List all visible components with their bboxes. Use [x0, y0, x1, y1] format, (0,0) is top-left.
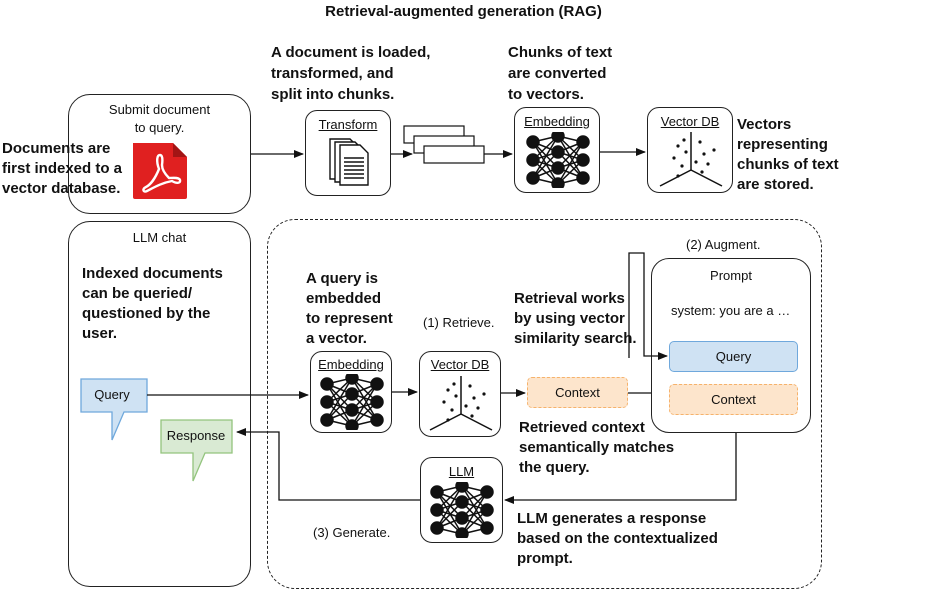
- neural-network-icon: [525, 129, 591, 193]
- pdf-icon: [131, 143, 189, 199]
- llm-chat-panel: LLM chat: [68, 221, 251, 587]
- neural-network-icon: [429, 479, 495, 543]
- prompt-context-label: Context: [711, 392, 756, 407]
- retrieved-context-block: Context: [527, 377, 628, 408]
- neural-network-icon: [319, 371, 385, 435]
- vector-db-label-ingest: Vector DB: [660, 114, 720, 129]
- vector-db-box-query: Vector DB: [419, 351, 501, 437]
- system-prompt-text: system: you are a …: [671, 303, 791, 318]
- response-bubble-label: Response: [166, 428, 226, 443]
- retrieve-label: (1) Retrieve.: [423, 315, 495, 330]
- embedding-label-query: Embedding: [318, 357, 384, 372]
- prompt-query-block: Query: [669, 341, 798, 372]
- chunks-icon: [402, 124, 492, 179]
- llm-box: LLM: [420, 457, 503, 543]
- retrieved-context-note: Retrieved context semantically matches t…: [519, 419, 675, 476]
- documents-icon: [328, 137, 372, 192]
- document-loaded-note: A document is loaded, transformed, and s…: [271, 44, 431, 103]
- llm-chat-title: LLM chat: [132, 230, 187, 245]
- vector-scatter-icon: [426, 376, 496, 437]
- vector-db-box-ingest: Vector DB: [647, 107, 733, 193]
- response-bubble: Response: [160, 419, 235, 488]
- prompt-context-block: Context: [669, 384, 798, 415]
- llm-generates-note: LLM generates a response based on the co…: [517, 510, 718, 567]
- diagram-title: Retrieval-augmented generation (RAG): [325, 3, 602, 20]
- llm-label: LLM: [448, 464, 475, 479]
- submit-document-label: Submit document to query.: [108, 102, 211, 135]
- embedding-label-ingest: Embedding: [524, 114, 590, 129]
- prompt-query-label: Query: [715, 349, 752, 364]
- vector-db-label-query: Vector DB: [430, 357, 490, 372]
- transform-box: Transform: [305, 110, 391, 196]
- augment-label: (2) Augment.: [686, 237, 761, 252]
- vector-scatter-icon: [656, 132, 726, 193]
- query-embedded-note: A query is embedded to represent a vecto…: [306, 270, 393, 347]
- generate-label: (3) Generate.: [313, 525, 391, 540]
- embedding-box-ingest: Embedding: [514, 107, 600, 193]
- retrieval-similarity-note: Retrieval works by using vector similari…: [514, 290, 637, 347]
- query-bubble[interactable]: Query: [80, 378, 150, 449]
- indexed-documents-note: Indexed documents can be queried/ questi…: [82, 265, 223, 342]
- documents-indexed-note: Documents are first indexed to a vector …: [2, 140, 123, 197]
- embedding-box-query: Embedding: [310, 351, 392, 433]
- vectors-stored-note: Vectors representing chunks of text are …: [737, 116, 839, 193]
- chunks-converted-note: Chunks of text are converted to vectors.: [508, 44, 613, 103]
- rag-pipeline-region: [267, 219, 822, 589]
- prompt-title: Prompt: [710, 268, 752, 283]
- transform-label: Transform: [318, 117, 378, 132]
- retrieved-context-label: Context: [555, 385, 600, 400]
- query-bubble-label: Query: [94, 387, 130, 402]
